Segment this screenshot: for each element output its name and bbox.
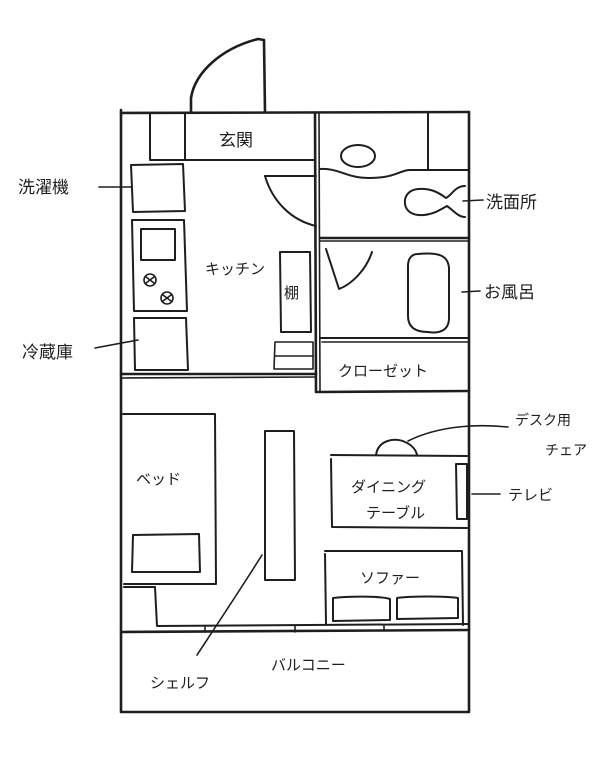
kitchen-label: キッチン — [205, 260, 265, 278]
burner-icon — [160, 291, 174, 305]
kitchen-living-divider — [119, 372, 318, 379]
burner-icon — [143, 273, 157, 287]
bed: ベッド — [122, 413, 217, 585]
closet-label: クローゼット — [338, 362, 428, 380]
washroom: 洗面所 — [319, 112, 537, 218]
balcony-label: バルコニー — [271, 656, 346, 674]
washing-machine: 洗濯機 — [18, 163, 186, 213]
kitchen-shelf-label: 棚 — [284, 284, 299, 302]
sofa-label: ソファー — [360, 569, 420, 587]
washing-machine-label: 洗濯機 — [18, 178, 69, 198]
tv: テレビ — [455, 463, 553, 520]
bedside-cabinet — [123, 586, 470, 627]
entrance-area: 玄関 — [149, 112, 316, 161]
washroom-bath-divider — [318, 236, 471, 242]
closet: クローゼット — [316, 337, 471, 394]
kitchen-shelf: 棚 — [273, 251, 314, 370]
bed-label: ベッド — [136, 470, 181, 488]
living-shelf-label: シェルフ — [150, 674, 210, 692]
sofa: ソファー — [324, 550, 464, 626]
bathroom: お風呂 — [325, 248, 535, 334]
desk-chair-label-line2: チェア — [545, 443, 587, 459]
living-shelf: シェルフ — [150, 430, 296, 692]
stove — [131, 219, 188, 312]
dining-table-label-line1: ダイニング — [351, 478, 426, 496]
dining-table-label-line2: テーブル — [366, 504, 425, 522]
dining-table: ダイニング テーブル — [330, 454, 468, 529]
outer-walls — [119, 108, 471, 714]
desk-chair: デスク用 チェア — [375, 412, 587, 459]
tv-label: テレビ — [508, 486, 553, 504]
desk-chair-label-line1: デスク用 — [515, 412, 571, 429]
front-door — [189, 37, 267, 114]
washroom-label: 洗面所 — [486, 193, 537, 213]
entrance-label: 玄関 — [219, 131, 253, 151]
kitchen-door — [264, 175, 317, 227]
refrigerator-label: 冷蔵庫 — [22, 343, 73, 363]
refrigerator: 冷蔵庫 — [22, 317, 189, 371]
bathroom-label: お風呂 — [484, 283, 535, 303]
center-wall — [313, 111, 321, 394]
balcony: バルコニー — [119, 625, 471, 674]
toilet-icon — [403, 185, 466, 218]
